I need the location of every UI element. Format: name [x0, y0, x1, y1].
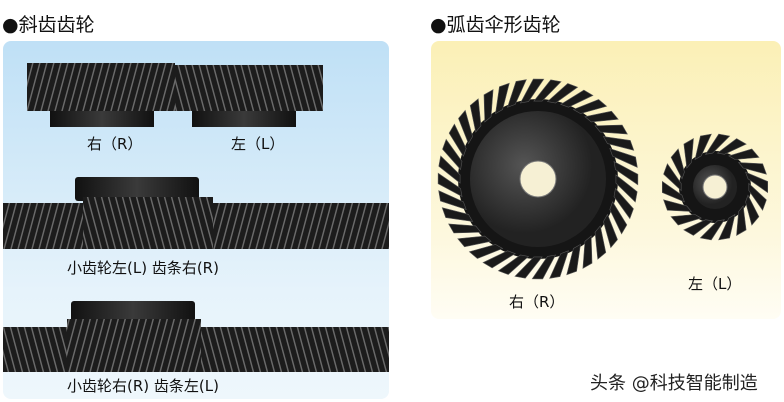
helical-gear-panel: 右（R） 左（L） 小齿轮左(L) 齿条右(R) 小齿轮右(R) 齿条左(L)	[3, 41, 389, 399]
rack-1	[3, 177, 389, 249]
left-hand-label: 左（L）	[231, 135, 285, 153]
left-hand-gear	[175, 65, 323, 127]
helical-gear-title: ●斜齿齿轮	[2, 14, 95, 36]
watermark: 头条 @科技智能制造	[590, 373, 758, 394]
rack1-label: 小齿轮左(L) 齿条右(R)	[67, 259, 219, 277]
spiral-bevel-title: ●弧齿伞形齿轮	[430, 14, 561, 36]
spiral-bevel-gears-image	[437, 78, 769, 280]
left-hand-spiral-gear	[661, 133, 769, 241]
rack-2	[3, 301, 389, 372]
right-hand-gear	[27, 63, 175, 127]
right-hand-spiral-gear	[437, 78, 639, 280]
spiral-left-label: 左（L）	[688, 275, 742, 293]
helical-gears-image	[3, 63, 389, 372]
spiral-bevel-panel: 右（R） 左（L）	[431, 41, 781, 319]
right-hand-label: 右（R）	[87, 135, 143, 153]
rack2-label: 小齿轮右(R) 齿条左(L)	[67, 377, 219, 395]
spiral-right-label: 右（R）	[509, 293, 565, 311]
